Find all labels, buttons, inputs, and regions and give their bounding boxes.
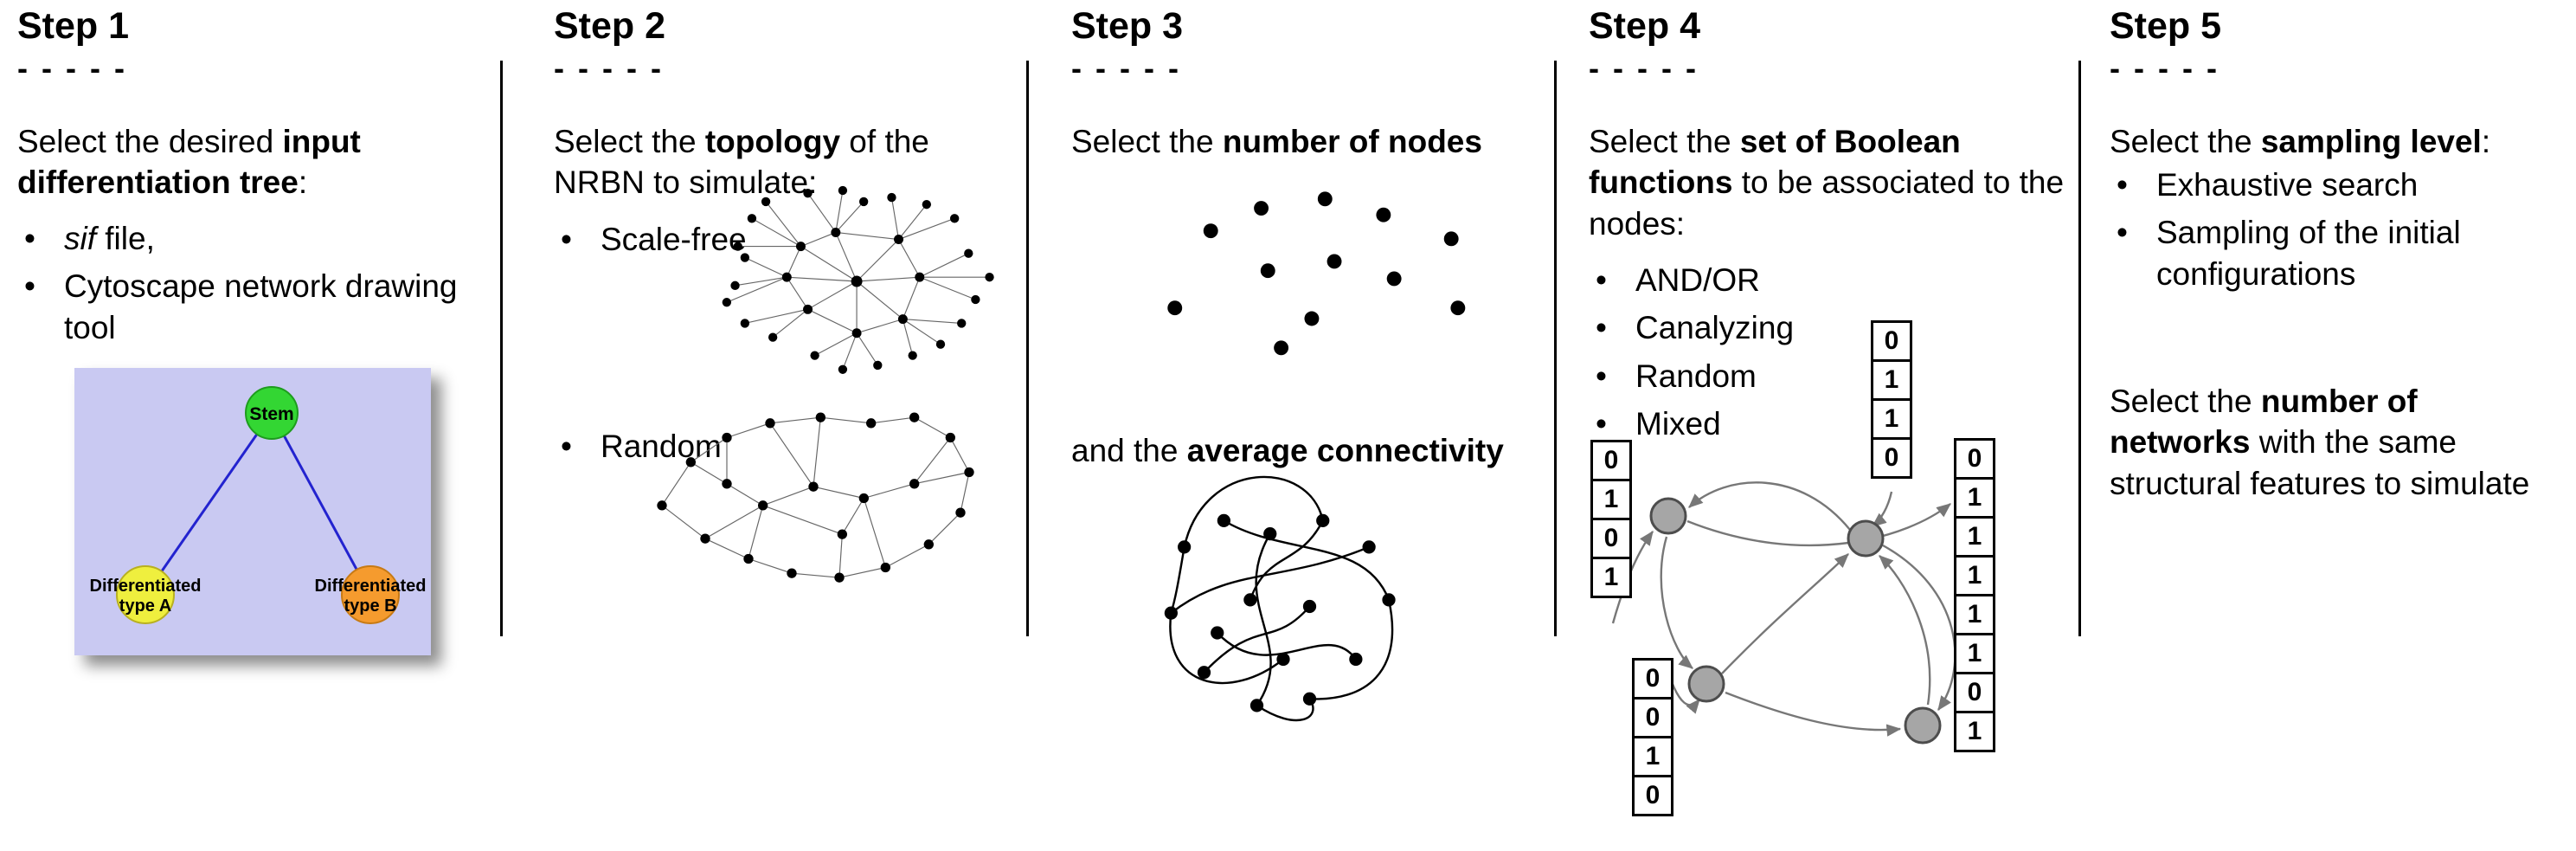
average-connectivity-figure xyxy=(1164,475,1396,722)
step-2-intro: Select the topology of the NRBN to simul… xyxy=(554,124,929,201)
step-3-title: Step 3 xyxy=(1071,5,1184,47)
step-5-title: Step 5 xyxy=(2110,5,2222,47)
truth-table-cell: 1 xyxy=(1871,359,1912,401)
step-4-bullet-list: AND/OR Canalyzing Random Mixed xyxy=(1589,260,1952,451)
tree-figure-svg: Stem Differentiated type A Differentiate… xyxy=(74,368,431,655)
list-item: sif file, xyxy=(17,218,472,260)
truth-table-cell: 1 xyxy=(1590,557,1632,598)
truth-table-cell: 1 xyxy=(1954,594,1995,635)
boolean-node xyxy=(1847,519,1885,558)
type-a-label-line2: type A xyxy=(119,596,171,616)
truth-table-cell: 1 xyxy=(1954,555,1995,596)
truth-table-cell: 0 xyxy=(1590,440,1632,481)
truth-table-cell: 1 xyxy=(1954,633,1995,674)
truth-table-cell: 1 xyxy=(1954,477,1995,519)
boolean-node xyxy=(1687,665,1725,703)
list-item: Canalyzing xyxy=(1589,307,1952,349)
list-item: Cytoscape network drawing tool xyxy=(17,266,472,348)
divider xyxy=(500,61,503,636)
list-item: Random xyxy=(554,426,900,467)
step-1-bullet-list: sif file, Cytoscape network drawing tool xyxy=(17,218,472,355)
step-3-intro: Select the number of nodes xyxy=(1071,124,1482,159)
step-5-intro: Select the sampling level: xyxy=(2110,124,2491,159)
truth-table-top: 0 1 1 0 xyxy=(1871,320,1912,479)
step-4-dashes: - - - - - xyxy=(1589,50,1699,86)
step-2-title: Step 2 xyxy=(554,5,666,47)
list-item: Random xyxy=(1589,356,1952,397)
step-5-column: Step 5 - - - - - Select the sampling lev… xyxy=(2110,0,2568,851)
stem-label: Stem xyxy=(249,404,293,424)
tree-edge-b xyxy=(270,412,372,596)
step-5-dashes: - - - - - xyxy=(2110,50,2219,86)
divider xyxy=(2078,61,2081,636)
step-2-bullet-random: Random xyxy=(554,426,900,474)
truth-table-cell: 0 xyxy=(1954,438,1995,480)
type-b-node xyxy=(341,565,400,624)
truth-table-left: 0 1 0 1 xyxy=(1590,440,1632,598)
boolean-node xyxy=(1904,706,1942,745)
truth-table-cell: 0 xyxy=(1590,518,1632,559)
boolean-network-figure: 0 1 1 0 0 1 0 1 0 0 1 0 0 1 1 1 xyxy=(1589,303,2078,851)
truth-table-cell: 0 xyxy=(1871,437,1912,479)
truth-table-cell: 0 xyxy=(1632,775,1673,816)
list-item: AND/OR xyxy=(1589,260,1952,301)
truth-table-cell: 1 xyxy=(1954,711,1995,752)
step-3-connectivity-text: and the average connectivity xyxy=(1071,433,1504,468)
step-2-column: Step 2 - - - - - Select the topology of … xyxy=(554,0,1017,851)
step-5-bullet-list: Exhaustive search Sampling of the initia… xyxy=(2110,164,2547,301)
step-2-bullet-scale-free: Scale-free xyxy=(554,219,900,267)
list-item: Mixed xyxy=(1589,403,1952,445)
step-5-networks-text: Select the number of networks with the s… xyxy=(2110,384,2530,501)
truth-table-cell: 1 xyxy=(1954,516,1995,558)
truth-table-cell: 0 xyxy=(1632,697,1673,738)
truth-table-right: 0 1 1 1 1 1 0 1 xyxy=(1954,438,1995,752)
step-4-intro: Select the set of Boolean functions to b… xyxy=(1589,124,2065,242)
type-b-label-line2: type B xyxy=(344,596,396,616)
divider xyxy=(1026,61,1029,636)
step-2-dashes: - - - - - xyxy=(554,50,664,86)
type-a-node xyxy=(116,565,175,624)
truth-table-cell: 0 xyxy=(1871,320,1912,362)
truth-table-cell: 1 xyxy=(1632,736,1673,777)
truth-table-cell: 1 xyxy=(1590,479,1632,520)
type-b-label-line1: Differentiated xyxy=(315,577,427,596)
boolean-network-svg xyxy=(1611,481,1956,745)
tree-edge-a xyxy=(144,412,273,596)
random-network-figure xyxy=(657,412,974,583)
list-item: Exhaustive search xyxy=(2110,164,2547,206)
step-3-column: Step 3 - - - - - Select the number of no… xyxy=(1071,0,1549,851)
truth-table-cell: 0 xyxy=(1954,672,1995,713)
divider xyxy=(1554,61,1557,636)
differentiation-tree-figure: Stem Differentiated type A Differentiate… xyxy=(74,368,431,655)
boolean-node xyxy=(1649,497,1687,535)
stem-node xyxy=(245,386,299,440)
step-1-dashes: - - - - - xyxy=(17,50,127,86)
nodes-dots-figure xyxy=(1167,191,1466,356)
list-item: Sampling of the initial configurations xyxy=(2110,212,2547,294)
type-a-label-line1: Differentiated xyxy=(90,577,202,596)
step-1-column: Step 1 - - - - - Select the desired inpu… xyxy=(17,0,491,851)
truth-table-cell: 1 xyxy=(1871,398,1912,440)
step-3-dashes: - - - - - xyxy=(1071,50,1181,86)
step-4-column: Step 4 - - - - - Select the set of Boole… xyxy=(1589,0,2078,851)
step-4-title: Step 4 xyxy=(1589,5,1701,47)
truth-table-cell: 0 xyxy=(1632,658,1673,699)
scale-free-network-figure xyxy=(722,185,994,374)
list-item: Scale-free xyxy=(554,219,900,261)
step-1-title: Step 1 xyxy=(17,5,130,47)
truth-table-bottom-left: 0 0 1 0 xyxy=(1632,658,1673,816)
step-1-intro: Select the desired input differentiation… xyxy=(17,124,361,201)
